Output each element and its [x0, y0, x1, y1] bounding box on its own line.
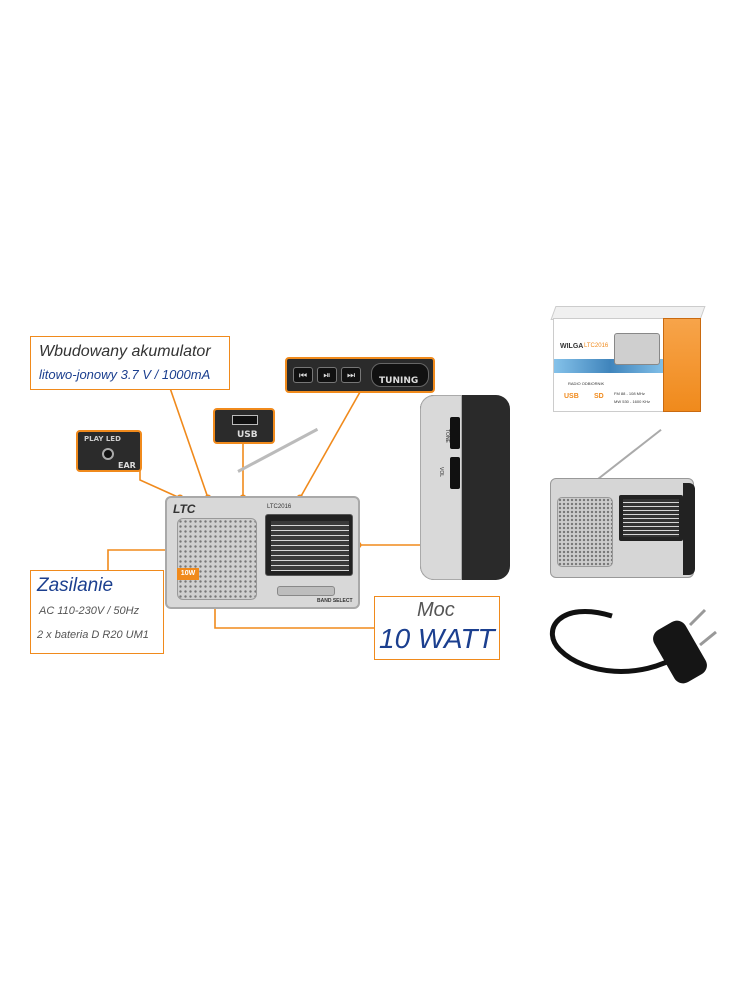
- product-box: WILGA LTC2016 RADIO ODBIORNIK USB SD FM …: [550, 306, 706, 412]
- battery-title: Wbudowany akumulator: [39, 343, 211, 360]
- power-line2: 2 x bateria D R20 UM1: [37, 629, 149, 641]
- battery-callout: Wbudowany akumulator litowo-jonowy 3.7 V…: [30, 336, 230, 390]
- badge-10w: 10W: [177, 568, 199, 580]
- usb-port-icon: [232, 415, 258, 425]
- prev-icon: ⏮: [293, 367, 313, 383]
- power-line1: AC 110-230V / 50Hz: [39, 605, 140, 617]
- moc-title: Moc: [417, 599, 455, 621]
- usb-panel: USB: [213, 408, 275, 444]
- moc-callout: Moc 10 WATT: [374, 596, 500, 660]
- box-mw: MW 530 - 1600 KHz: [614, 399, 651, 404]
- dial-scale: [271, 521, 349, 571]
- thumb-speaker: [557, 497, 613, 567]
- side-volume-slider: [450, 457, 460, 489]
- speaker-grille: [177, 518, 257, 600]
- box-side-face: [663, 318, 701, 412]
- thumb-side-black: [683, 483, 695, 575]
- radio-model: LTC2016: [267, 504, 292, 510]
- tuning-label: TUNING: [379, 376, 419, 386]
- thumb-dial: [619, 495, 683, 541]
- next-icon: ⏭: [341, 367, 361, 383]
- thumb-dial-scale: [623, 499, 679, 537]
- play-pause-icon: ⏯: [317, 367, 337, 383]
- power-callout: Zasilanie AC 110-230V / 50Hz 2 x bateria…: [30, 570, 164, 654]
- earphone-jack-icon: [102, 448, 114, 460]
- box-radio-image: [614, 333, 660, 365]
- band-select-switch: [277, 586, 335, 596]
- tuning-knob: [371, 363, 429, 387]
- tuning-panel: ⏮ ⏯ ⏭ TUNING: [285, 357, 435, 393]
- usb-label: USB: [237, 430, 258, 440]
- side-vol-label: VOL: [438, 466, 445, 478]
- tuning-dial: [265, 514, 353, 576]
- moc-value: 10 WATT: [379, 623, 495, 654]
- power-title: Zasilanie: [37, 575, 114, 596]
- battery-spec: litowo-jonowy 3.7 V / 1000mA: [39, 367, 211, 382]
- box-sd: SD: [594, 393, 604, 400]
- radio-body: LTC LTC2016 10W BAND SELECT: [165, 496, 360, 609]
- ear-label: EAR: [118, 461, 136, 470]
- side-tone-slider: [450, 417, 460, 449]
- box-model: LTC2016: [584, 343, 609, 349]
- box-front-face: WILGA LTC2016 RADIO ODBIORNIK USB SD FM …: [553, 318, 666, 412]
- band-select-label: BAND SELECT: [317, 598, 353, 604]
- ltc-logo: LTC: [173, 502, 196, 516]
- radio-side-view: TONE VOL: [420, 395, 510, 580]
- side-tone-label: TONE: [443, 429, 450, 443]
- box-brand: WILGA: [560, 343, 584, 350]
- play-led-panel: PLAY LED EAR: [76, 430, 142, 472]
- box-radio-label: RADIO ODBIORNIK: [568, 381, 605, 386]
- play-led-label: PLAY LED: [84, 435, 121, 443]
- radio-thumbnail: [550, 478, 695, 578]
- box-usb: USB: [564, 393, 579, 400]
- box-fm: FM 88 - 108 MHz: [614, 391, 645, 396]
